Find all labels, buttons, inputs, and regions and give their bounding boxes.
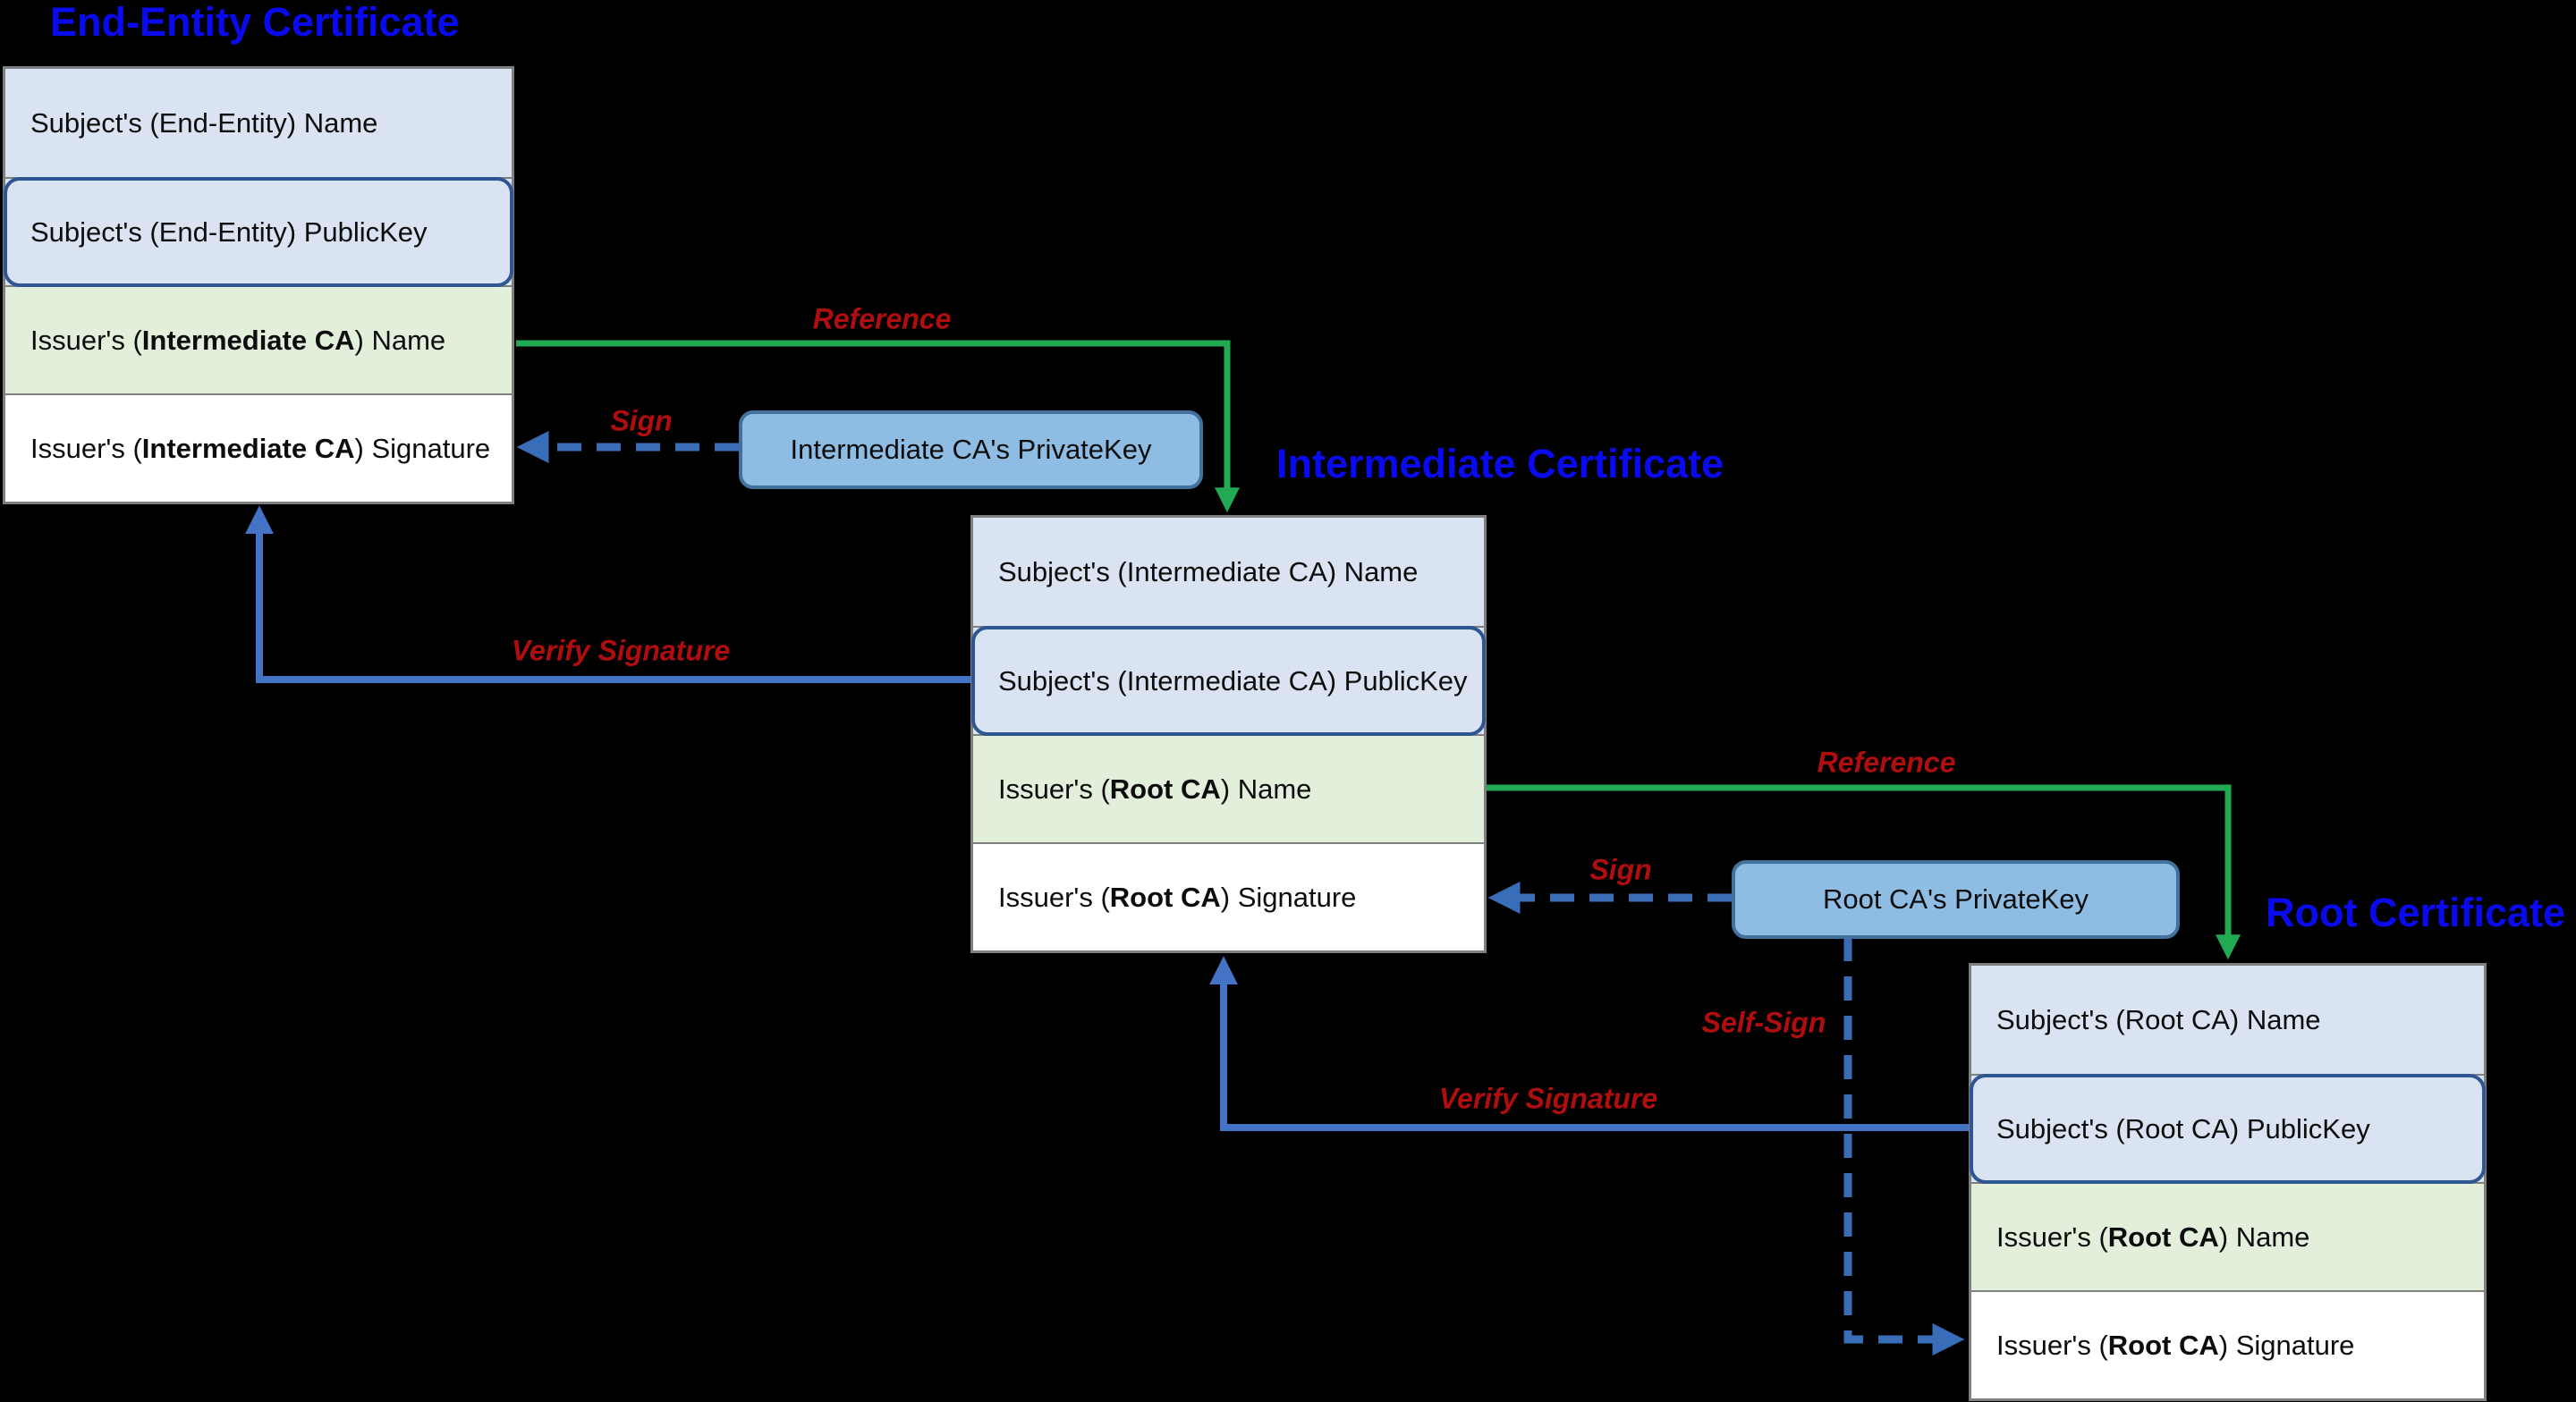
end-entity-issuer-name-row: Issuer's (Intermediate CA) Name bbox=[5, 285, 512, 393]
row-text-suffix: ) Name bbox=[2218, 1220, 2310, 1253]
row-text-suffix: ) Name bbox=[1220, 773, 1312, 805]
row-text: Issuer's ( bbox=[30, 432, 142, 464]
end-entity-issuer-signature-row: Issuer's (Intermediate CA) Signature bbox=[5, 393, 512, 502]
row-text: Issuer's ( bbox=[1996, 1220, 2108, 1253]
row-text: Subject's (Intermediate CA) PublicKey bbox=[998, 664, 1468, 697]
self-sign-arrow bbox=[1843, 937, 1965, 1356]
intermediate-subject-name-row: Subject's (Intermediate CA) Name bbox=[973, 518, 1484, 626]
row-text-suffix: ) Signature bbox=[2218, 1329, 2355, 1361]
root-certificate-title: Root Certificate bbox=[2266, 890, 2566, 935]
intermediate-issuer-name-row: Issuer's (Root CA) Name bbox=[973, 734, 1484, 842]
intermediate-certificate-title: Intermediate Certificate bbox=[1276, 441, 1724, 486]
root-subject-publickey-row: Subject's (Root CA) PublicKey bbox=[1970, 1074, 2486, 1184]
row-text-bold: Intermediate CA bbox=[141, 324, 355, 356]
row-text-bold: Root CA bbox=[2107, 1220, 2219, 1253]
row-text-bold: Root CA bbox=[1109, 881, 1221, 913]
row-text: Subject's (End-Entity) PublicKey bbox=[30, 215, 428, 248]
intermediate-subject-publickey-row: Subject's (Intermediate CA) PublicKey bbox=[971, 626, 1486, 736]
reference-label-1: Reference bbox=[812, 302, 952, 335]
root-certificate-table: Subject's (Root CA) Name Subject's (Root… bbox=[1969, 963, 2487, 1401]
row-text-bold: Intermediate CA bbox=[141, 432, 355, 464]
root-issuer-name-row: Issuer's (Root CA) Name bbox=[1971, 1182, 2484, 1290]
verify-signature-label-1: Verify Signature bbox=[511, 634, 731, 667]
row-text: Subject's (End-Entity) Name bbox=[30, 106, 378, 139]
row-text-suffix: ) Signature bbox=[1220, 881, 1357, 913]
verify-signature-label-2: Verify Signature bbox=[1438, 1082, 1658, 1115]
row-text-bold: Root CA bbox=[2107, 1329, 2219, 1361]
root-subject-name-row: Subject's (Root CA) Name bbox=[1971, 966, 2484, 1074]
end-entity-certificate-table: Subject's (End-Entity) Name Subject's (E… bbox=[3, 66, 514, 504]
root-ca-privatekey-box: Root CA's PrivateKey bbox=[1732, 860, 2180, 939]
row-text: Subject's (Root CA) PublicKey bbox=[1996, 1112, 2370, 1144]
row-text: Issuer's ( bbox=[998, 881, 1110, 913]
end-entity-certificate-title: End-Entity Certificate bbox=[50, 0, 460, 45]
row-text: Issuer's ( bbox=[998, 773, 1110, 805]
row-text: Subject's (Intermediate CA) Name bbox=[998, 555, 1419, 587]
row-text-suffix: ) Signature bbox=[354, 432, 491, 464]
intermediate-ca-privatekey-box: Intermediate CA's PrivateKey bbox=[739, 410, 1203, 489]
row-text: Subject's (Root CA) Name bbox=[1996, 1003, 2321, 1035]
row-text: Issuer's ( bbox=[30, 324, 142, 356]
reference-label-2: Reference bbox=[1817, 746, 1956, 779]
sign-label-2: Sign bbox=[1589, 853, 1652, 886]
end-entity-subject-publickey-row: Subject's (End-Entity) PublicKey bbox=[4, 177, 513, 287]
sign-label-1: Sign bbox=[610, 404, 673, 437]
self-sign-label: Self-Sign bbox=[1701, 1006, 1826, 1039]
intermediate-issuer-signature-row: Issuer's (Root CA) Signature bbox=[973, 842, 1484, 950]
row-text-suffix: ) Name bbox=[354, 324, 446, 356]
root-issuer-signature-row: Issuer's (Root CA) Signature bbox=[1971, 1290, 2484, 1398]
intermediate-certificate-table: Subject's (Intermediate CA) Name Subject… bbox=[970, 515, 1487, 953]
row-text: Issuer's ( bbox=[1996, 1329, 2108, 1361]
row-text-bold: Root CA bbox=[1109, 773, 1221, 805]
end-entity-subject-name-row: Subject's (End-Entity) Name bbox=[5, 69, 512, 177]
